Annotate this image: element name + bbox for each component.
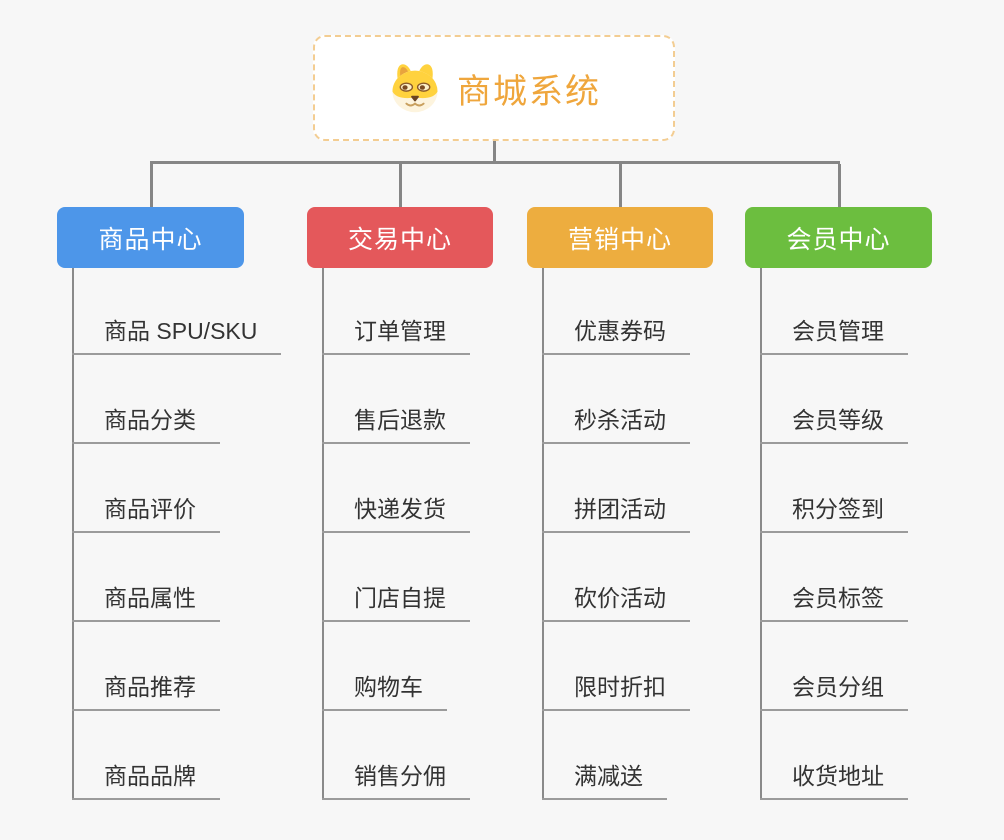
connector-branch-drop [399,164,402,207]
leaf-node[interactable]: 收货地址 [760,759,908,800]
leaf-node[interactable]: 优惠券码 [542,314,690,355]
leaf-node[interactable]: 商品 SPU/SKU [72,314,282,355]
root-node-label: 商城系统 [457,72,601,111]
leaf-node[interactable]: 满减送 [542,759,667,800]
branch-node-3[interactable]: 营销中心 [527,207,713,268]
leaf-node[interactable]: 拼团活动 [542,492,690,533]
root-node[interactable]: 商城系统 [313,35,675,141]
leaf-node[interactable]: 积分签到 [760,492,908,533]
connector-bus [150,161,840,164]
connector-root-stem [493,141,496,161]
leaf-node[interactable]: 销售分佣 [322,759,470,800]
leaf-node[interactable]: 砍价活动 [542,581,690,622]
leaf-node[interactable]: 会员管理 [760,314,908,355]
leaf-node[interactable]: 商品评价 [72,492,220,533]
leaf-node[interactable]: 门店自提 [322,581,470,622]
leaf-node[interactable]: 商品分类 [72,403,220,444]
leaf-node[interactable]: 售后退款 [322,403,470,444]
connector-branch-drop [619,164,622,207]
leaf-node[interactable]: 会员等级 [760,403,908,444]
branch-child-line [760,268,762,800]
leaf-node[interactable]: 会员标签 [760,581,908,622]
leaf-node[interactable]: 限时折扣 [542,670,690,711]
branch-child-line [322,268,324,800]
leaf-node[interactable]: 秒杀活动 [542,403,690,444]
leaf-node[interactable]: 购物车 [322,670,447,711]
branch-node-4[interactable]: 会员中心 [745,207,932,268]
branch-child-line [542,268,544,800]
leaf-node[interactable]: 商品品牌 [72,759,220,800]
connector-branch-drop [150,164,153,207]
leaf-node[interactable]: 订单管理 [322,314,470,355]
branch-child-line [72,268,74,800]
branch-node-1[interactable]: 商品中心 [57,207,244,268]
leaf-node[interactable]: 会员分组 [760,670,908,711]
leaf-node[interactable]: 快递发货 [322,492,470,533]
doge-icon [387,62,443,114]
branch-node-2[interactable]: 交易中心 [307,207,493,268]
leaf-node[interactable]: 商品推荐 [72,670,220,711]
connector-branch-drop [838,164,841,207]
leaf-node[interactable]: 商品属性 [72,581,220,622]
